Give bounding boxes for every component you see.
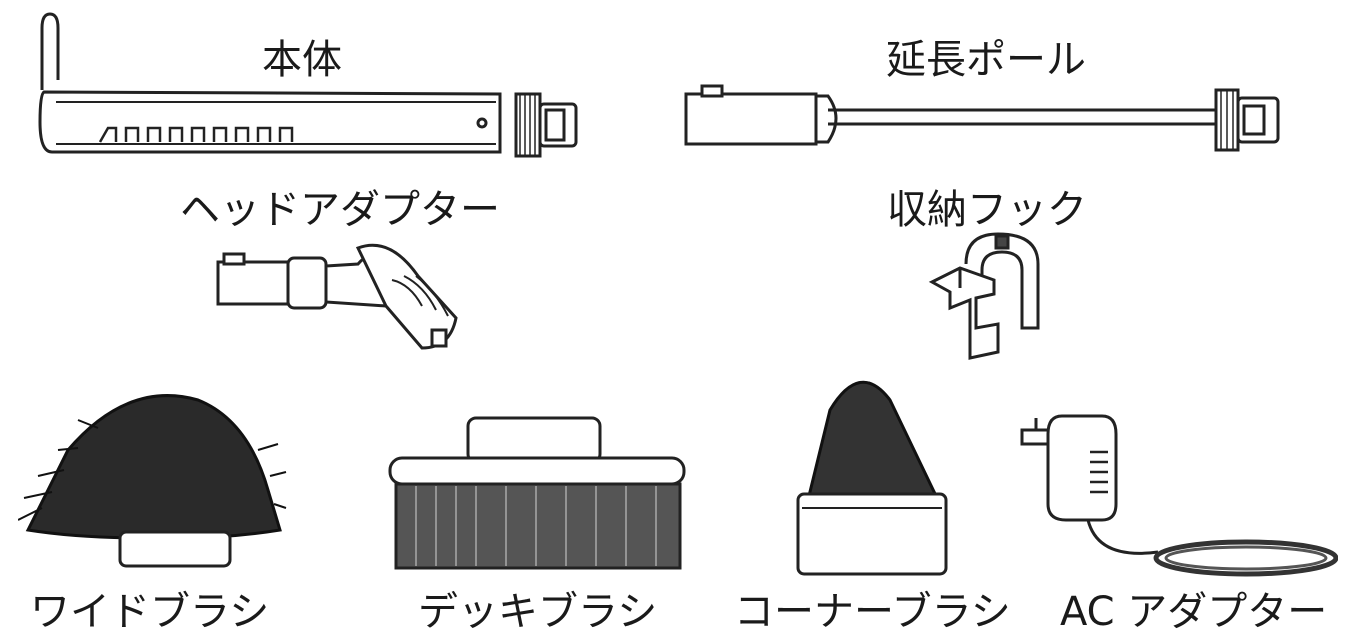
ac-adapter-illustration bbox=[1018, 408, 1338, 578]
label-ac-adapter: AC アダプター bbox=[1060, 589, 1328, 635]
label-head-adapter: ヘッドアダプター bbox=[180, 187, 500, 233]
body-unit-illustration bbox=[30, 10, 590, 160]
label-extension-pole: 延長ポール bbox=[886, 37, 1086, 83]
corner-brush-illustration bbox=[790, 370, 950, 580]
label-storage-hook: 収納フック bbox=[887, 187, 1087, 233]
storage-hook-illustration bbox=[920, 228, 1060, 368]
label-deck-brush: デッキブラシ bbox=[418, 589, 658, 635]
label-corner-brush: コーナーブラシ bbox=[734, 589, 1011, 635]
head-adapter-illustration bbox=[210, 236, 480, 356]
extension-pole-illustration bbox=[676, 78, 1296, 158]
wide-brush-illustration bbox=[18, 380, 288, 580]
label-wide-brush: ワイドブラシ bbox=[30, 589, 270, 635]
deck-brush-illustration bbox=[386, 414, 686, 574]
label-body: 本体 bbox=[262, 37, 342, 83]
